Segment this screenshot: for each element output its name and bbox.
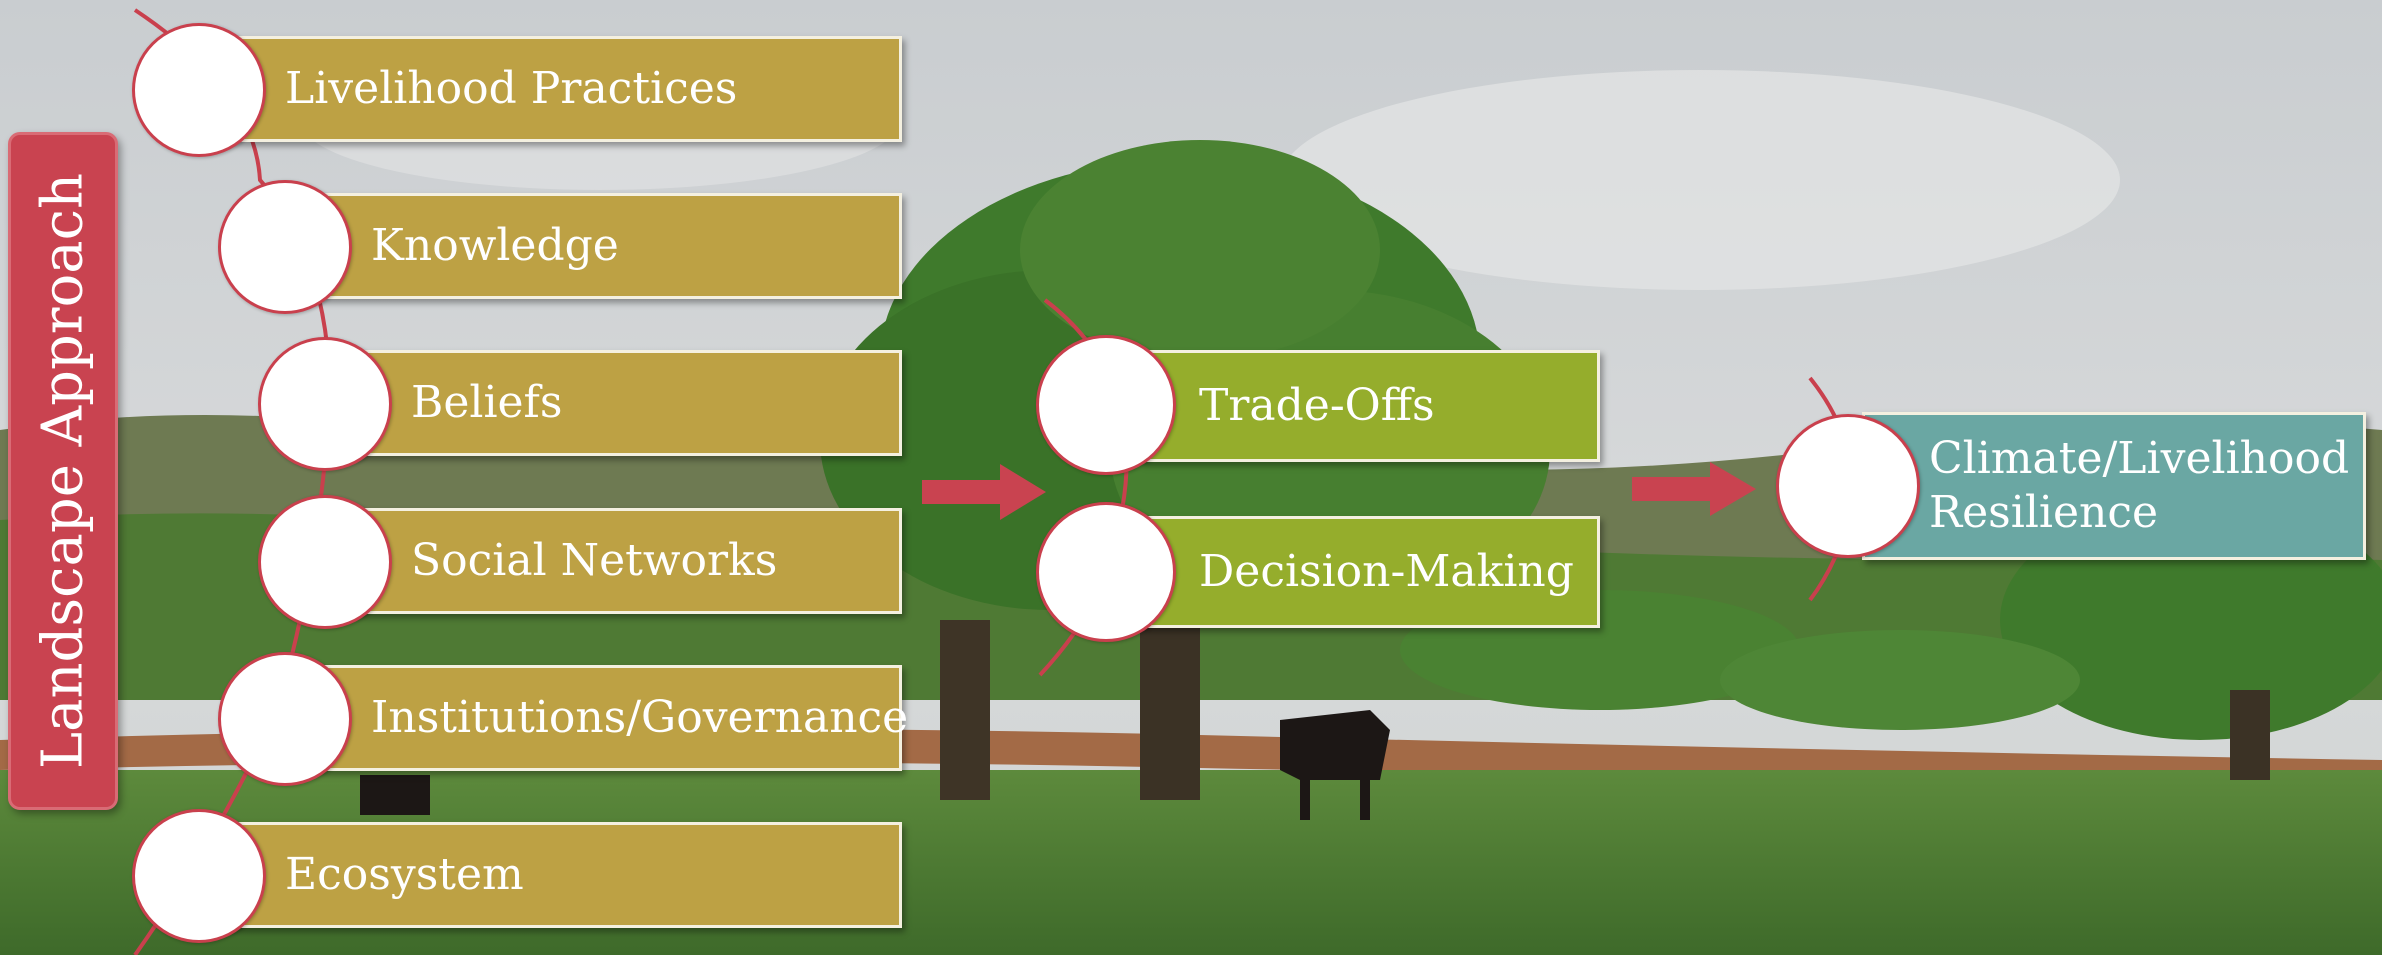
factor-label: Beliefs	[411, 377, 563, 428]
factor-circle-node	[258, 495, 392, 629]
factor-label: Institutions/Governance	[371, 692, 909, 743]
factor-label: Social Networks	[411, 535, 778, 586]
landscape-approach-label: Landscape Approach	[30, 172, 96, 770]
factor-label: Knowledge	[371, 220, 619, 271]
arrow-right-icon	[1632, 462, 1756, 516]
factor-circle-node	[258, 337, 392, 471]
factor-circle-node	[132, 809, 266, 943]
mediator-circle-node	[1036, 502, 1176, 642]
factor-label: Ecosystem	[285, 849, 524, 900]
outcome-circle-node	[1776, 414, 1920, 558]
mediator-label: Decision-Making	[1199, 546, 1574, 597]
landscape-approach-tab: Landscape Approach	[8, 132, 118, 810]
outcome-label-line1: Climate/Livelihood	[1929, 433, 2350, 484]
factor-circle-node	[218, 180, 352, 314]
mediator-box-decision-making: Decision-Making	[1140, 516, 1600, 628]
factor-label: Livelihood Practices	[285, 63, 738, 114]
arrow-right-icon	[922, 464, 1046, 520]
factor-box-social-networks: Social Networks	[348, 508, 902, 614]
mediator-circle-node	[1036, 335, 1176, 475]
factor-box-ecosystem: Ecosystem	[222, 822, 902, 928]
outcome-label-line2: Resilience	[1929, 487, 2159, 538]
factor-circle-node	[132, 23, 266, 157]
outcome-box-climate-livelihood-resilience: Climate/Livelihood Resilience	[1862, 412, 2366, 560]
mediator-box-trade-offs: Trade-Offs	[1140, 350, 1600, 462]
mediator-label: Trade-Offs	[1199, 380, 1435, 431]
outcome-label: Climate/Livelihood Resilience	[1929, 432, 2349, 540]
factor-circle-node	[218, 652, 352, 786]
factor-box-institutions-governance: Institutions/Governance	[308, 665, 908, 771]
factor-box-livelihood-practices: Livelihood Practices	[222, 36, 902, 142]
factor-box-beliefs: Beliefs	[348, 350, 902, 456]
factor-box-knowledge: Knowledge	[308, 193, 902, 299]
